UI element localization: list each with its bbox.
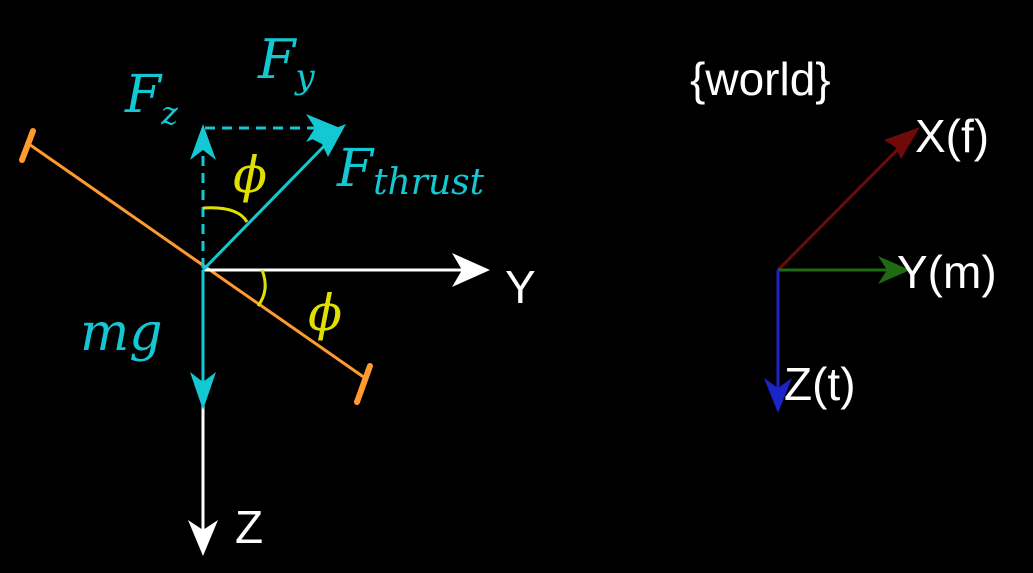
fy-label: Fy bbox=[257, 28, 315, 97]
fz-vector bbox=[190, 124, 216, 268]
phi-label-lower: ϕ bbox=[308, 284, 342, 342]
fy-vector bbox=[205, 114, 340, 142]
body-right-end bbox=[354, 363, 373, 405]
world-z-axis bbox=[764, 270, 792, 413]
fthrust-label: Fthrust bbox=[336, 139, 485, 203]
phi-arc-upper bbox=[202, 206, 249, 223]
phi-arc-lower bbox=[256, 269, 267, 307]
z-axis bbox=[188, 400, 218, 556]
fz-label: Fz bbox=[124, 65, 179, 132]
phi-label-upper: ϕ bbox=[233, 146, 267, 204]
body-left-end bbox=[19, 128, 36, 163]
world-z-label: Z(t) bbox=[784, 358, 856, 410]
world-x-axis bbox=[776, 127, 920, 272]
world-frame-title: {world} bbox=[690, 53, 831, 105]
fthrust-vector bbox=[201, 124, 346, 272]
y-axis bbox=[203, 253, 490, 287]
world-x-label: X(f) bbox=[915, 110, 989, 162]
axis-y-label: Y bbox=[505, 261, 536, 313]
axis-z-label: Z bbox=[235, 501, 263, 553]
world-y-axis bbox=[778, 256, 910, 284]
mg-label: mg bbox=[80, 303, 163, 363]
mg-vector bbox=[190, 270, 216, 410]
world-y-label: Y(m) bbox=[897, 246, 997, 298]
quadrotor-body bbox=[19, 128, 373, 405]
